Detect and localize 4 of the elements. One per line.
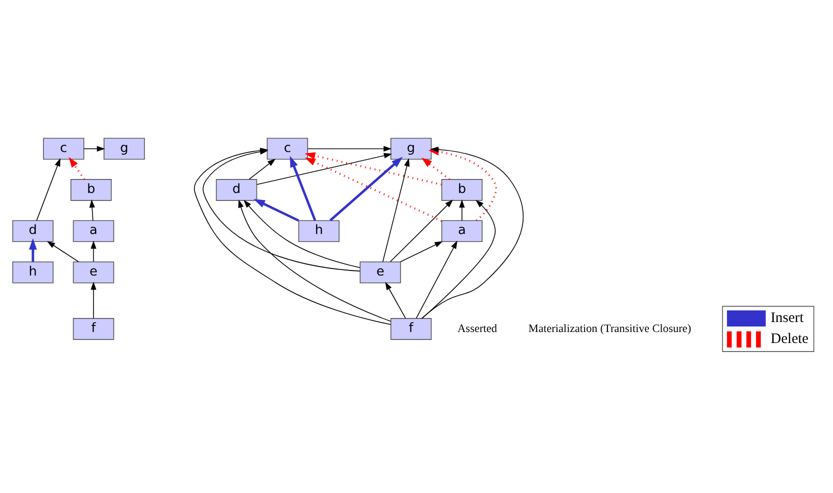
legend-label: Delete <box>770 330 809 347</box>
label: Materialization (Transitive Closure) <box>528 322 692 335</box>
label: Asserted <box>458 322 498 335</box>
legend-label: Insert <box>770 310 804 326</box>
